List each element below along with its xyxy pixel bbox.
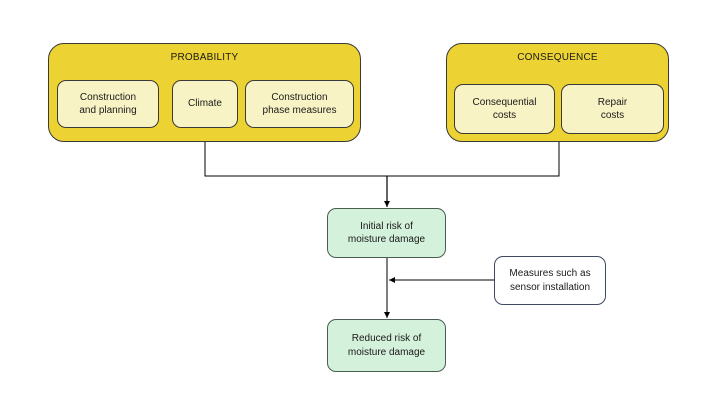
factor-label: Construction and planning xyxy=(79,91,137,117)
factor-construction-phase-measures: Construction phase measures xyxy=(245,80,354,128)
factor-construction-and-planning: Construction and planning xyxy=(57,80,159,128)
measures-box: Measures such as sensor installation xyxy=(494,256,606,305)
factor-repair-costs: Repair costs xyxy=(561,84,664,134)
probability-title: PROBABILITY xyxy=(170,52,239,63)
reduced-risk-label: Reduced risk of moisture damage xyxy=(347,333,426,358)
factor-label: Climate xyxy=(188,98,222,110)
factor-climate: Climate xyxy=(172,80,238,128)
initial-risk-label: Initial risk of moisture damage xyxy=(347,220,426,246)
factor-consequential-costs: Consequential costs xyxy=(454,84,555,134)
factor-label: Repair costs xyxy=(597,96,628,122)
measures-label: Measures such as sensor installation xyxy=(509,268,591,293)
consequence-group: CONSEQUENCE Consequential costs Repair c… xyxy=(446,43,669,142)
factor-label: Construction phase measures xyxy=(262,91,337,117)
probability-connector xyxy=(204,142,387,177)
consequence-title: CONSEQUENCE xyxy=(517,52,598,63)
initial-risk-box: Initial risk of moisture damage xyxy=(327,208,446,258)
factor-label: Consequential costs xyxy=(472,96,537,122)
probability-group: PROBABILITY Construction and planning Cl… xyxy=(48,43,361,142)
reduced-risk-box: Reduced risk of moisture damage xyxy=(327,319,446,372)
